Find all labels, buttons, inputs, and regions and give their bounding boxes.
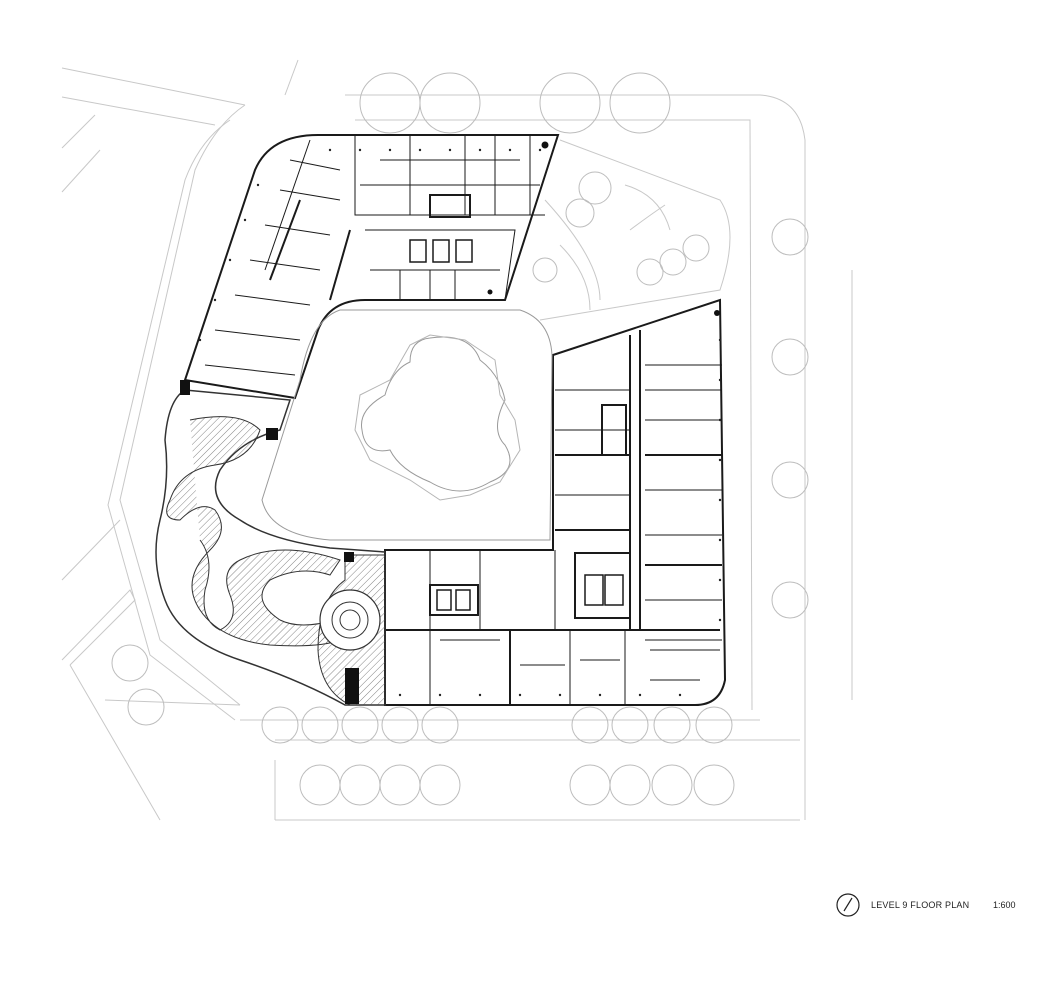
structural-walls <box>180 141 720 704</box>
plan-scale: 1:600 <box>993 900 1016 910</box>
facade-columns <box>198 148 722 697</box>
title-block: LEVEL 9 FLOOR PLAN 1:600 <box>836 892 1046 920</box>
south-wing-units <box>385 550 720 705</box>
landscape-garden <box>155 389 386 706</box>
east-wing-units <box>555 330 722 641</box>
north-wing-units <box>204 135 545 376</box>
plan-title: LEVEL 9 FLOOR PLAN <box>871 900 970 910</box>
site-context <box>61 59 853 821</box>
central-courtyard <box>261 309 553 541</box>
street-trees <box>111 72 809 806</box>
north-arrow-icon <box>836 893 860 917</box>
